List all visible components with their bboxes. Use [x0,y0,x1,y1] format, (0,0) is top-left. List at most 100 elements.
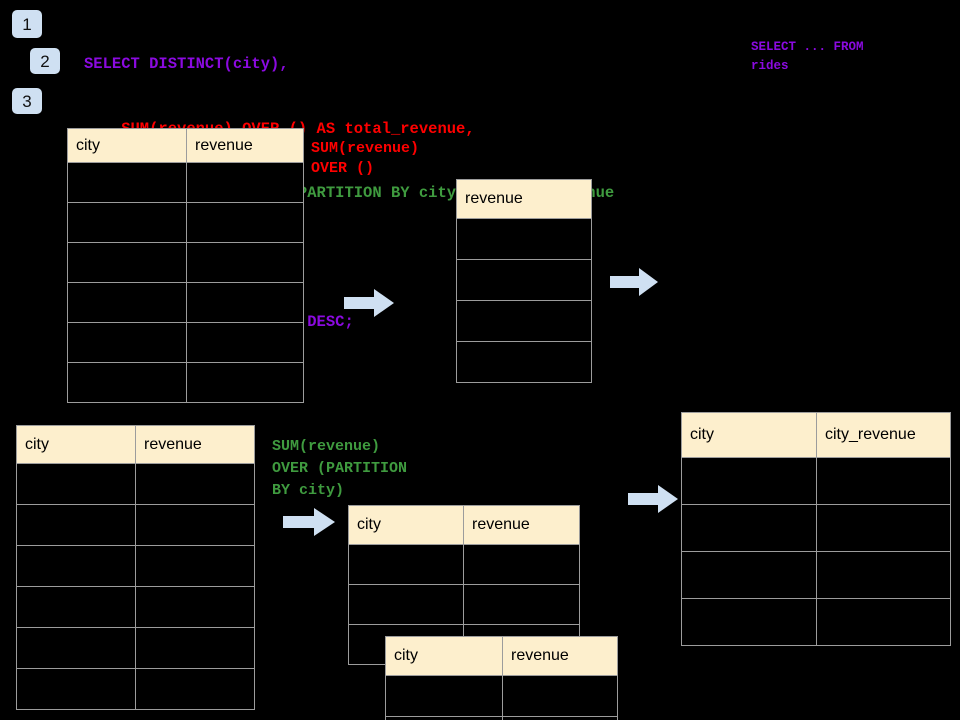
cell-city [67,162,187,203]
table-row[interactable] [16,586,255,628]
cell-city [681,551,817,599]
sql-line-select: SELECT DISTINCT(city), [84,55,289,73]
table-total-revenue[interactable]: revenue [456,179,592,383]
cell-city [67,202,187,243]
cell-revenue [135,668,255,710]
column-header-revenue: revenue [135,425,255,464]
table-partition-group-front[interactable]: city revenue [385,636,618,720]
table-header-row: city revenue [67,128,304,163]
cell-city [681,504,817,552]
table-row[interactable] [16,668,255,710]
cell-city [16,668,136,710]
annotation-sum-over-empty: SUM(revenue) OVER () [311,140,420,177]
annotation-sum-over-partition: SUM(revenue) OVER (PARTITION BY city) [272,438,408,499]
table-row[interactable] [681,551,951,599]
table-row[interactable] [348,584,580,625]
table-row[interactable] [67,362,304,403]
cell-revenue [186,322,304,363]
table-row[interactable] [385,675,618,717]
cell-revenue [456,259,592,301]
table-city-revenue-result[interactable]: city city_revenue [681,412,951,646]
table-rides-source-top[interactable]: city revenue [67,128,304,403]
cell-city [67,362,187,403]
table-row[interactable] [16,463,255,505]
cell-city [67,282,187,323]
column-header-revenue: revenue [456,179,592,219]
table-row[interactable] [67,322,304,363]
cell-city [67,242,187,283]
step-badge-2[interactable]: 2 [30,48,60,74]
step-badge-1[interactable]: 1 [12,10,42,38]
table-header-row: revenue [456,179,592,219]
arrow-bottom-left [283,508,335,536]
table-row[interactable] [681,457,951,505]
table-row[interactable] [16,504,255,546]
step-badge-3[interactable]: 3 [12,88,42,114]
cell-revenue [502,716,618,720]
table-row[interactable] [67,162,304,203]
cell-revenue [186,202,304,243]
table-row[interactable] [681,598,951,646]
cell-revenue [463,544,580,585]
arrow-top-left [344,289,394,317]
cell-revenue [463,584,580,625]
annotation-select-from-rides: SELECT ... FROM rides [751,40,864,73]
cell-revenue [135,627,255,669]
cell-city [348,584,464,625]
cell-city [348,544,464,585]
cell-city [16,545,136,587]
table-rides-source-bottom[interactable]: city revenue [16,425,255,710]
step-badge-2-label: 2 [40,51,50,71]
table-row[interactable] [456,218,592,260]
cell-revenue [502,675,618,717]
table-row[interactable] [348,544,580,585]
cell-city [16,463,136,505]
column-header-city-revenue: city_revenue [816,412,951,458]
cell-city [16,504,136,546]
cell-revenue [135,545,255,587]
column-header-city: city [16,425,136,464]
table-row[interactable] [16,627,255,669]
cell-city [385,675,503,717]
table-row[interactable] [456,300,592,342]
table-row[interactable] [67,242,304,283]
arrow-top-right [610,268,658,296]
table-row[interactable] [67,282,304,323]
column-header-city: city [681,412,817,458]
cell-city-revenue [816,551,951,599]
table-header-row: city revenue [16,425,255,464]
column-header-revenue: revenue [186,128,304,163]
table-row[interactable] [456,259,592,301]
cell-revenue [456,341,592,383]
column-header-revenue: revenue [502,636,618,676]
cell-city [385,716,503,720]
table-row[interactable] [456,341,592,383]
table-header-row: city revenue [348,505,580,545]
table-header-row: city revenue [385,636,618,676]
cell-revenue [456,218,592,260]
cell-city [681,598,817,646]
cell-city [681,457,817,505]
cell-revenue [186,242,304,283]
column-header-city: city [67,128,187,163]
cell-revenue [456,300,592,342]
column-header-city: city [385,636,503,676]
column-header-revenue: revenue [463,505,580,545]
cell-city-revenue [816,598,951,646]
table-row[interactable] [681,504,951,552]
cell-revenue [135,463,255,505]
table-partition-group-back[interactable]: city revenue [348,505,580,665]
cell-city [67,322,187,363]
arrow-bottom-right [628,485,678,513]
cell-city-revenue [816,504,951,552]
cell-revenue [186,362,304,403]
cell-city [16,627,136,669]
table-row[interactable] [67,202,304,243]
cell-city-revenue [816,457,951,505]
table-row[interactable] [16,545,255,587]
table-header-row: city city_revenue [681,412,951,458]
column-header-city: city [348,505,464,545]
table-row[interactable] [385,716,618,720]
cell-revenue [186,162,304,203]
cell-city [16,586,136,628]
